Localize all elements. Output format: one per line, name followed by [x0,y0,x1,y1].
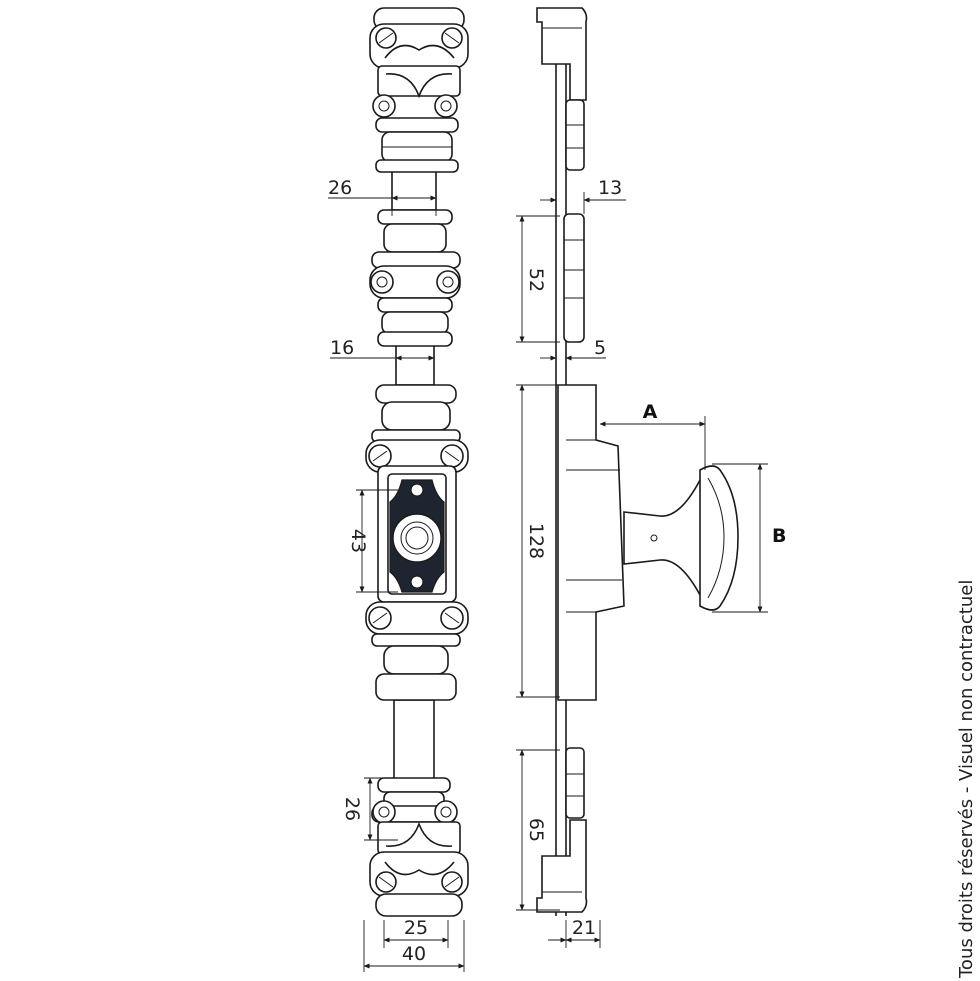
copyright-note: Tous droits réservés - Visuel non contra… [956,580,977,979]
top-finial [369,7,469,173]
side-collar [563,213,585,343]
dim-65: 65 [525,818,547,842]
side-knob-head [699,465,739,611]
dim-52: 52 [525,268,547,292]
dim-25: 25 [404,917,428,939]
dim-128: 128 [525,523,547,559]
side-case [557,384,625,701]
dim-40: 40 [402,943,426,965]
dim-5: 5 [594,337,606,359]
top-rod-lower [395,344,435,386]
side-bottom-cap [536,819,588,913]
side-knob-stem [623,479,706,596]
top-rod-upper [391,169,437,211]
dim-21: 21 [572,917,596,939]
bottom-finial [369,777,469,917]
dimensions: 26 16 43 26 25 40 13 [328,177,786,972]
dim-B: B [772,525,786,547]
dim-A: A [643,401,658,423]
cylinder-outer [392,513,442,563]
dim-43: 43 [347,529,369,553]
bottom-rod [393,699,435,781]
side-view [536,7,739,916]
dim-26-top: 26 [328,177,352,199]
dim-26-bottom: 26 [341,797,363,821]
front-view [365,7,469,917]
dim-16: 16 [330,337,354,359]
side-top-cap [536,7,588,101]
middle-collar [369,209,461,347]
central-case [365,384,469,701]
dim-13: 13 [598,177,622,199]
